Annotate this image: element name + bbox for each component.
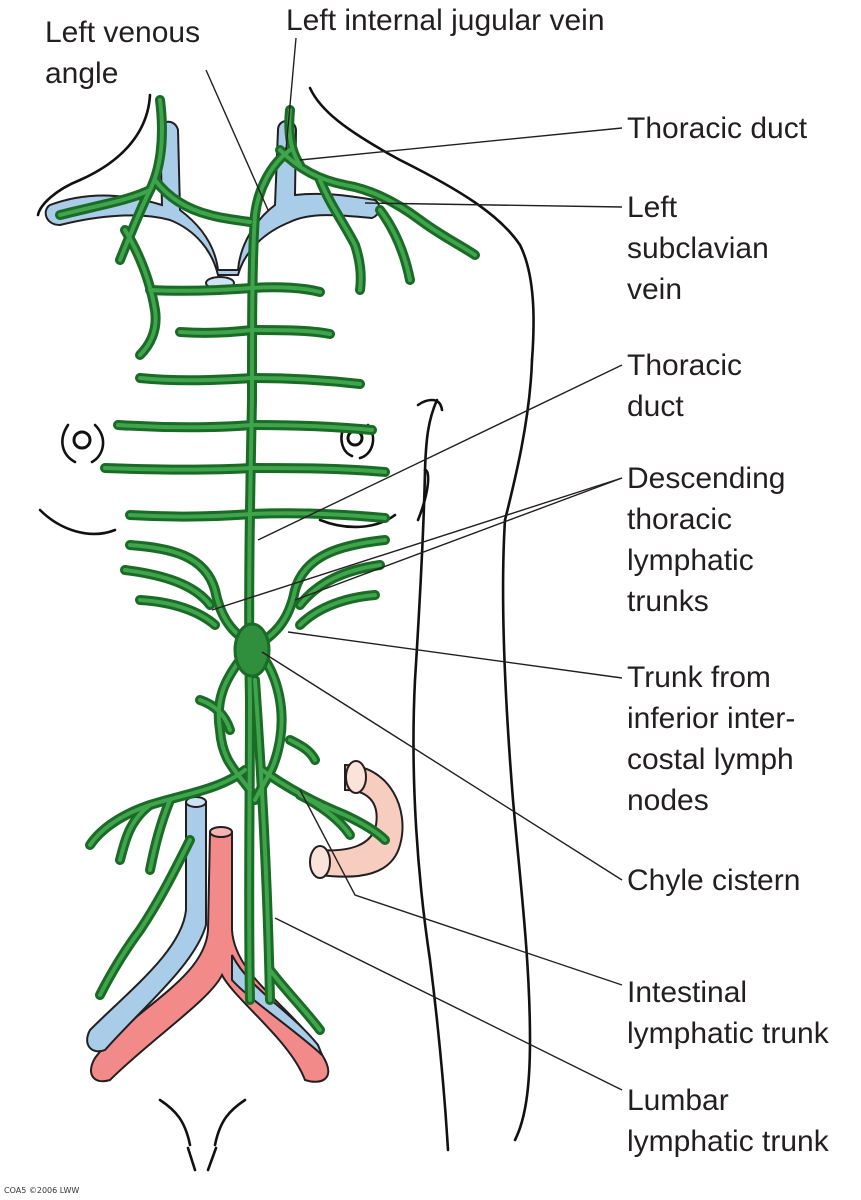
lymph-vessel (128, 543, 247, 642)
intestine (309, 760, 404, 879)
lymph-vessel (268, 968, 322, 1032)
lymph-vessel (250, 285, 322, 294)
lymph-vessel (128, 512, 254, 519)
lymph-vessel (375, 205, 415, 285)
lymph-vessel (123, 228, 158, 357)
lymph-vessel (250, 466, 387, 474)
lymph-vessel-core (58, 98, 477, 1032)
label-left-subclavian-vein: Left subclavian vein (627, 191, 769, 306)
leader-descending-2 (294, 477, 623, 601)
lymph-vessel (278, 148, 477, 257)
label-trunk-from-inferior-intercostal-lymph-nodes: Trunk from inferior inter- costal lymph … (627, 661, 796, 817)
vena-cava-and-iliac-veins (86, 796, 323, 1056)
lymph-vessel (116, 423, 254, 430)
lymph-vessel (138, 376, 254, 383)
label-thoracic-duct-mid: Thoracic duct (627, 349, 743, 423)
leader-chyle-cistern (261, 651, 623, 881)
leader-lumbar (274, 917, 623, 1091)
lymph-vessel (118, 803, 152, 862)
label-chyle-cistern: Chyle cistern (627, 864, 801, 897)
leader-left-subclavian-vein (364, 202, 623, 208)
leader-left-venous-angle (205, 69, 269, 211)
chyle-cistern (233, 622, 271, 678)
label-thoracic-duct-top: Thoracic duct (627, 112, 808, 145)
lymph-vessel (138, 598, 217, 627)
lymph-vessel (250, 376, 362, 386)
lymph-vessel (260, 538, 387, 644)
label-left-internal-jugular-vein: Left internal jugular vein (286, 4, 605, 37)
lymph-vessel (260, 768, 387, 842)
lymph-vessel (118, 188, 152, 262)
lymph-vessel (298, 563, 382, 607)
lymph-vessel (298, 593, 377, 627)
label-left-venous-angle: Left venous angle (45, 16, 201, 90)
lymph-vessel (98, 838, 192, 997)
leader-intestinal (299, 789, 623, 986)
lymph-vessel (250, 423, 374, 432)
leader-lines (205, 37, 623, 1091)
lymphatic-vessels (55, 95, 480, 1035)
lymph-vessel (253, 678, 272, 1002)
label-lumbar-lymphatic-trunk: Lumbar lymphatic trunk (627, 1084, 829, 1158)
lymph-vessel (123, 568, 212, 607)
lymph-vessel (253, 658, 284, 802)
lymph-vessel (288, 738, 317, 762)
lymph-vessel (198, 698, 232, 732)
leader-trunk-intercostal (287, 631, 623, 679)
label-intestinal-lymphatic-trunk: Intestinal lymphatic trunk (627, 976, 829, 1050)
lymph-vessel (298, 793, 352, 837)
leader-descending-1 (211, 477, 623, 611)
leader-thoracic-duct-top (299, 127, 623, 161)
label-descending-thoracic-lymphatic-trunks: Descending thoracic lymphatic trunks (627, 462, 786, 618)
lymph-vessel (378, 208, 412, 282)
lymph-vessel (247, 148, 292, 1002)
body-outline (36, 86, 535, 1172)
lymph-vessel (148, 286, 254, 293)
lymph-vessel (250, 328, 332, 336)
lymph-vessel (103, 466, 254, 472)
lymph-vessel (153, 178, 252, 224)
lymph-vessel (318, 178, 363, 292)
lymph-vessel (178, 328, 254, 335)
lymph-vessel (250, 511, 387, 520)
lymph-vessel (148, 798, 172, 872)
copyright-notice: COA5 ©2006 LWW (4, 1186, 80, 1195)
leader-thoracic-duct-mid (257, 364, 623, 541)
leader-left-internal-jugular-vein (285, 37, 297, 151)
